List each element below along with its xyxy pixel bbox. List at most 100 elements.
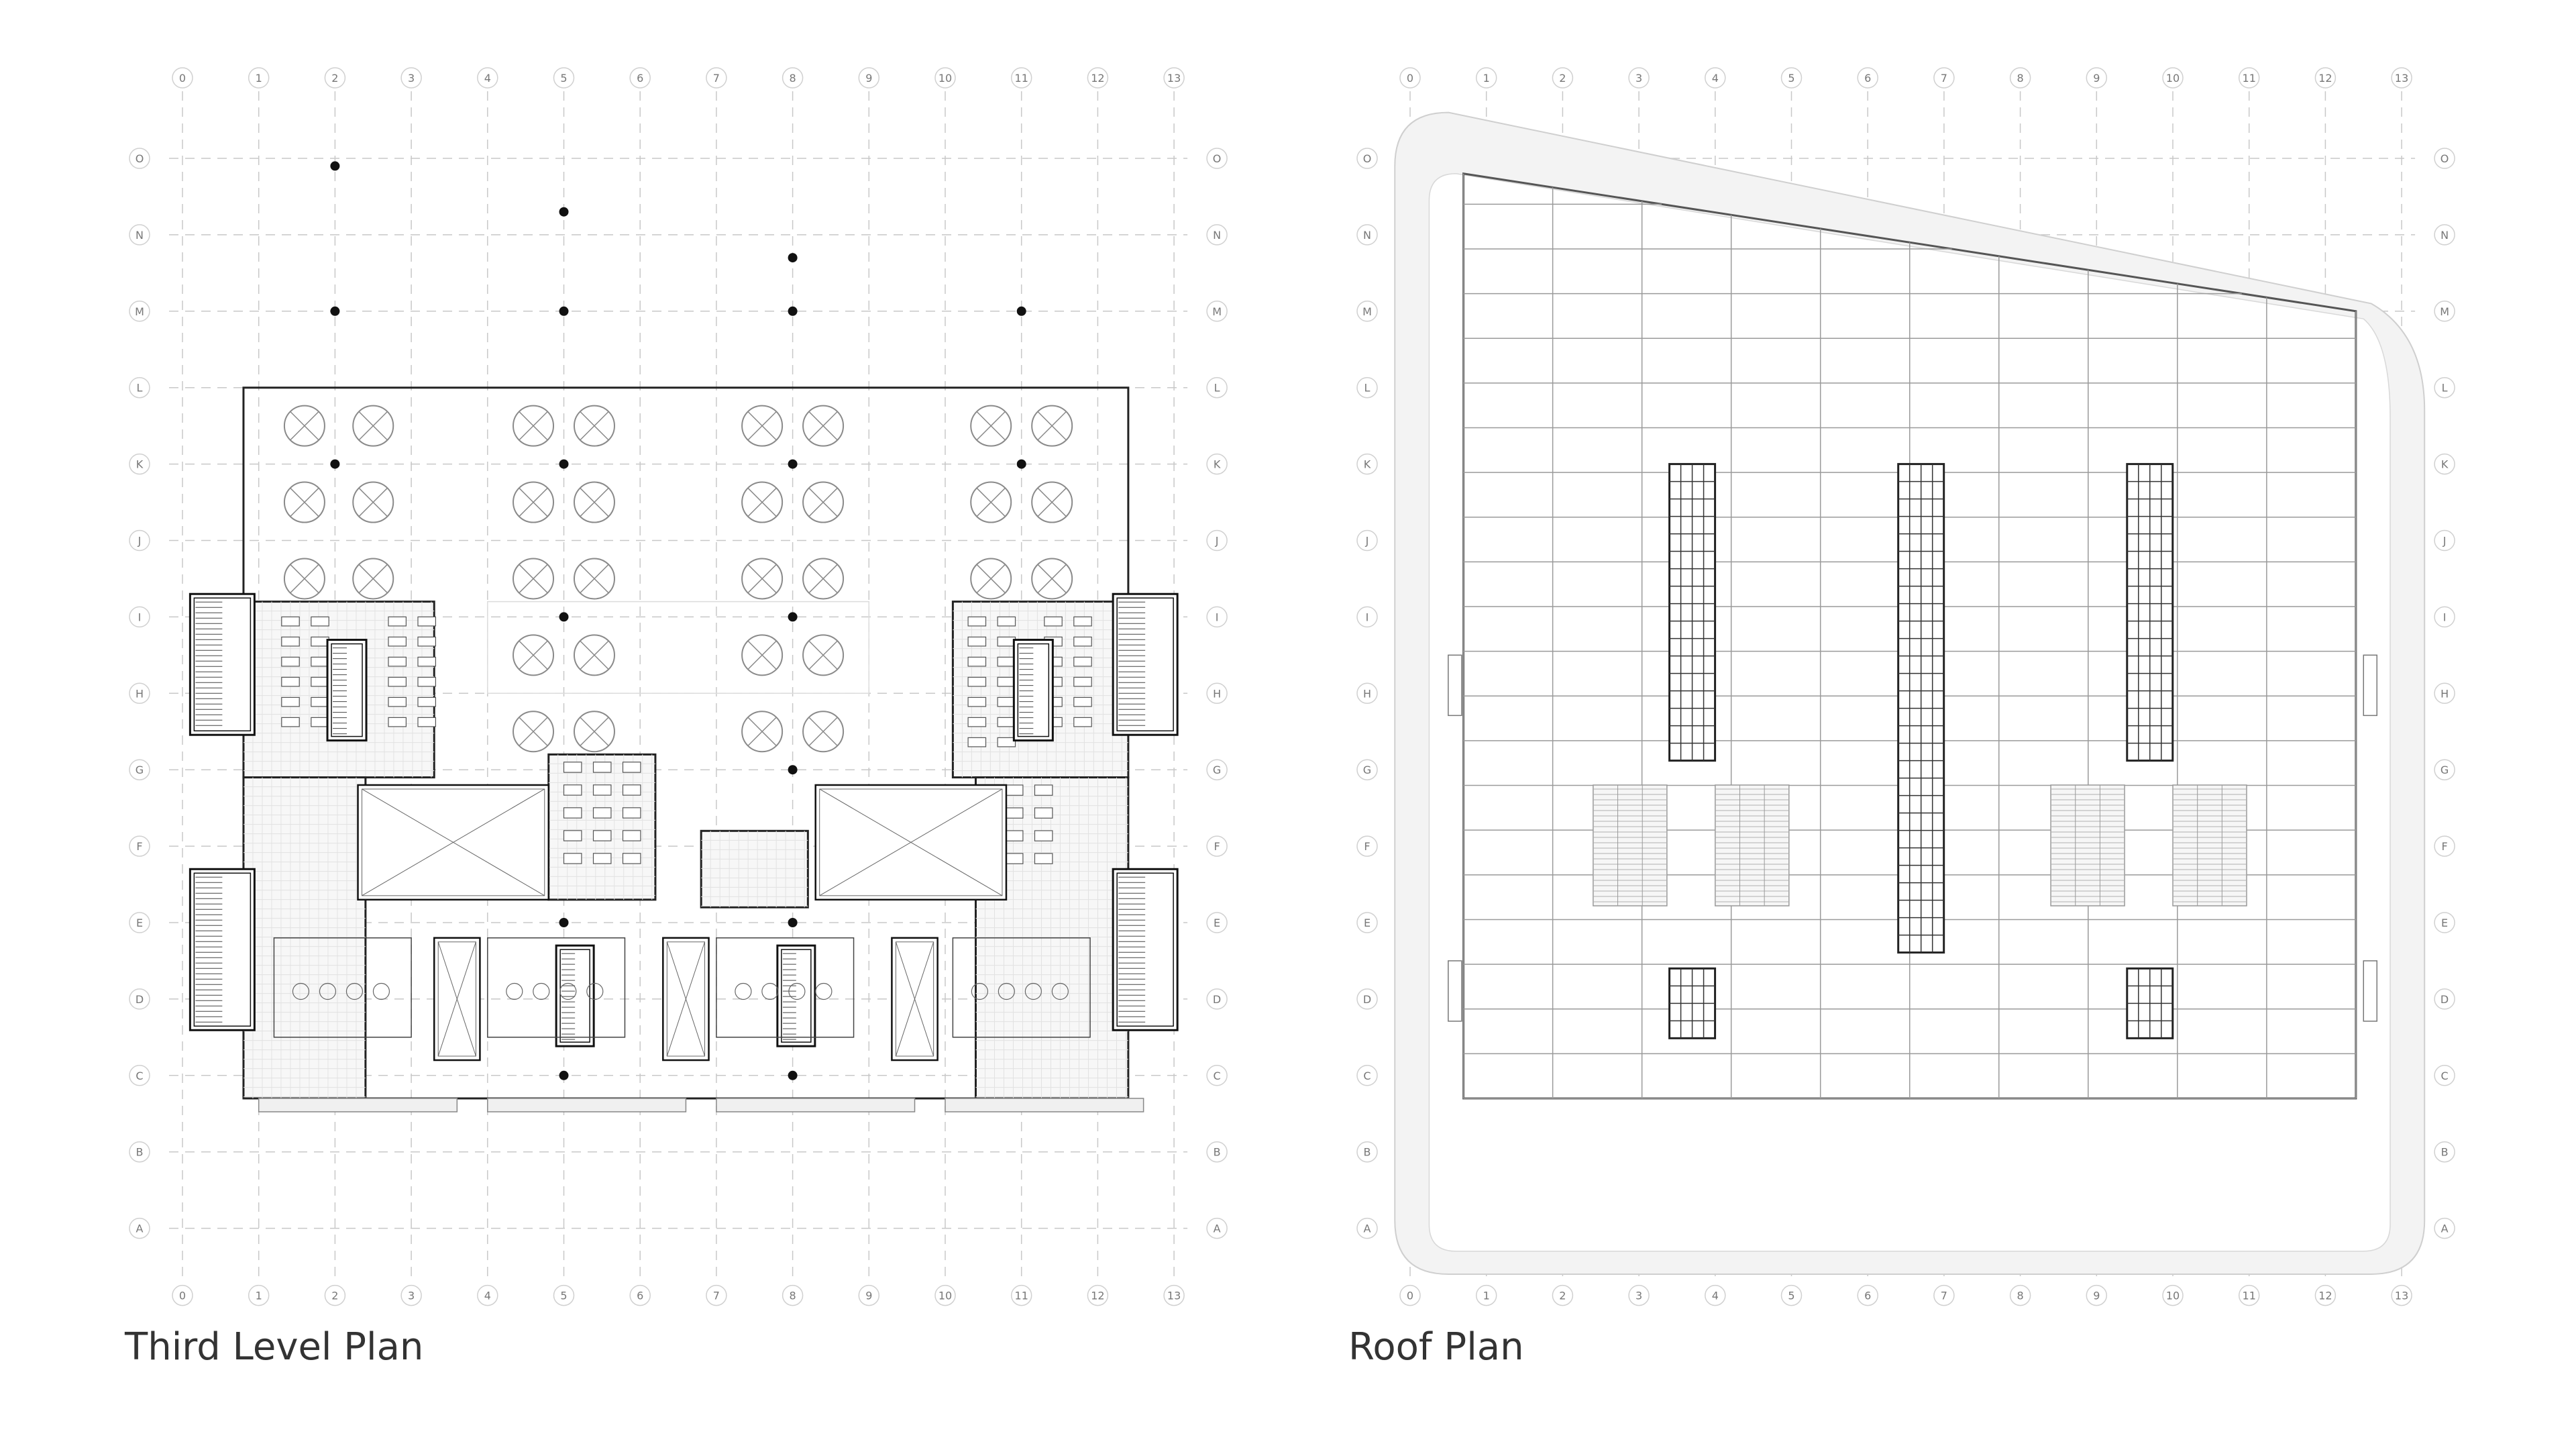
slab-edge-north (242, 386, 1130, 602)
roof-grid-label-col-5: 5 (1788, 72, 1794, 85)
third-level-grid-label-row-M: M (1212, 305, 1222, 318)
workstation-desk (417, 616, 436, 627)
third-level-grid-label-col-3: 3 (408, 1290, 415, 1302)
roof-grid-label-col-9: 9 (2093, 72, 2100, 85)
workstation-desk (563, 762, 582, 773)
atrium-edge (487, 601, 870, 694)
third-level-grid-label-col-5: 5 (560, 1290, 567, 1302)
third-level-grid-bubble-col-6 (629, 67, 651, 89)
third-level-grid-bubble-row-I (129, 606, 150, 628)
workstation-desk (388, 616, 407, 627)
third-level-grid-label-row-N: N (136, 229, 144, 242)
roof-grid-bubble-row-F (1356, 835, 1378, 857)
roof-grid-label-col-12: 12 (2318, 1290, 2332, 1302)
roof-grid-label-col-2: 2 (1559, 1290, 1566, 1302)
workstation-desk (1004, 853, 1024, 864)
roof-grid-label-col-6: 6 (1864, 1290, 1871, 1302)
structural-column (788, 306, 798, 316)
roof-grid-label-col-8: 8 (2017, 72, 2024, 85)
third-level-grid-bubble-col-4 (477, 67, 498, 89)
third-level-grid-label-col-2: 2 (331, 1290, 338, 1302)
third-level-grid-label-row-N: N (1213, 229, 1221, 242)
third-level-grid-bubble-row-F (129, 835, 150, 857)
roof-grid-label-row-K: K (1364, 458, 1371, 471)
light-shaft-diagonal (437, 941, 476, 1057)
third-level-grid-label-row-F: F (1214, 840, 1220, 853)
third-level-grid-bubble-row-L (129, 376, 150, 399)
skylight-fixture-x (358, 564, 388, 593)
roof-grid-bubble-col-12 (2314, 67, 2337, 89)
roof-grid-label-row-A: A (1364, 1223, 1371, 1235)
roof-grid-label-row-J: J (2443, 535, 2447, 548)
third-level-grid-label-row-O: O (1213, 152, 1222, 165)
roof-grid-bubble-col-2 (1552, 67, 1574, 89)
third-level-grid-label-col-0: 0 (179, 1290, 186, 1302)
roof-grid-label-col-13: 13 (2395, 1290, 2408, 1302)
roof-grid-bubble-col-9 (2086, 1284, 2108, 1306)
mechanical-louver-west-a (1593, 784, 1668, 906)
skylight-fixture (352, 405, 394, 447)
structural-column (330, 306, 340, 316)
south-terrace (716, 1098, 916, 1112)
workstation-desk (417, 636, 436, 647)
third-level-grid-label-row-C: C (1214, 1070, 1221, 1082)
third-level-grid-label-col-8: 8 (790, 1290, 796, 1302)
workstation-desk (281, 717, 300, 727)
workstation-desk (997, 737, 1016, 747)
third-level-grid-label-row-O: O (136, 152, 144, 165)
third-level-grid-label-col-4: 4 (484, 72, 491, 85)
structural-column (559, 612, 569, 622)
skylight-fixture-x (1037, 488, 1067, 517)
workstation-desk (967, 656, 987, 667)
roof-grid-bubble-row-H (2434, 682, 2455, 705)
workstation-desk (622, 762, 641, 773)
structural-column (559, 207, 569, 217)
roof-grid-label-row-I: I (2443, 611, 2447, 623)
roof-access-hatch-west (1448, 654, 1462, 717)
west-stair-core-north-inner (193, 597, 252, 731)
skylight-fixture-x (1037, 564, 1067, 593)
roof-grid-bubble-row-J (1356, 529, 1378, 552)
meeting-chair (372, 982, 390, 1000)
roof-grid-bubble-row-E (1356, 912, 1378, 933)
meeting-chair (506, 982, 523, 1000)
meeting-chair (761, 982, 779, 1000)
third-level-grid-label-col-5: 5 (560, 72, 567, 85)
south-core-a-inner (559, 949, 590, 1043)
third-level-grid-label-row-K: K (136, 458, 144, 471)
third-level-grid-bubble-row-L (1206, 376, 1228, 399)
roof-grid-bubble-col-6 (1857, 67, 1878, 89)
open-void-east-inner (819, 788, 1003, 896)
light-shaft-diagonal (666, 941, 706, 1057)
roof-plan-title: Roof Plan (1348, 1325, 1524, 1369)
skylight-fixture (970, 405, 1012, 447)
roof-grid-bubble-col-3 (1628, 1284, 1650, 1306)
roof-grid-bubble-col-4 (1705, 1284, 1726, 1306)
roof-grid-bubble-col-1 (1475, 1284, 1497, 1306)
roof-grid-bubble-col-11 (2238, 1284, 2260, 1306)
roof-grid-label-row-C: C (2441, 1070, 2449, 1082)
third-level-grid-bubble-col-7 (706, 67, 727, 89)
third-level-grid-bubble-row-E (1206, 912, 1228, 933)
roof-grid-bubble-row-I (2434, 606, 2455, 628)
meeting-chair (345, 982, 364, 1000)
third-level-grid-label-row-M: M (135, 305, 144, 318)
roof-grid-bubble-row-L (2434, 376, 2455, 399)
west-lift-core (326, 639, 368, 742)
skylight-fixture-x (808, 411, 838, 441)
meeting-chair (998, 982, 1015, 1000)
roof-grid-label-row-G: G (2440, 764, 2449, 776)
structural-column (559, 459, 569, 469)
third-level-grid-bubble-row-K (1206, 453, 1228, 475)
third-level-grid-bubble-row-F (1206, 835, 1228, 857)
third-level-grid-label-row-D: D (1213, 993, 1221, 1006)
third-level-grid-bubble-col-8 (782, 67, 804, 89)
roof-grid-label-col-3: 3 (1635, 1290, 1642, 1302)
skylight-fixture (573, 711, 615, 753)
skylight-fixture (1031, 558, 1073, 600)
roof-grid-label-row-I: I (1366, 611, 1369, 623)
west-stair-core-south (189, 868, 256, 1031)
workstation-desk (1044, 616, 1063, 627)
workstation-desk (311, 616, 329, 627)
